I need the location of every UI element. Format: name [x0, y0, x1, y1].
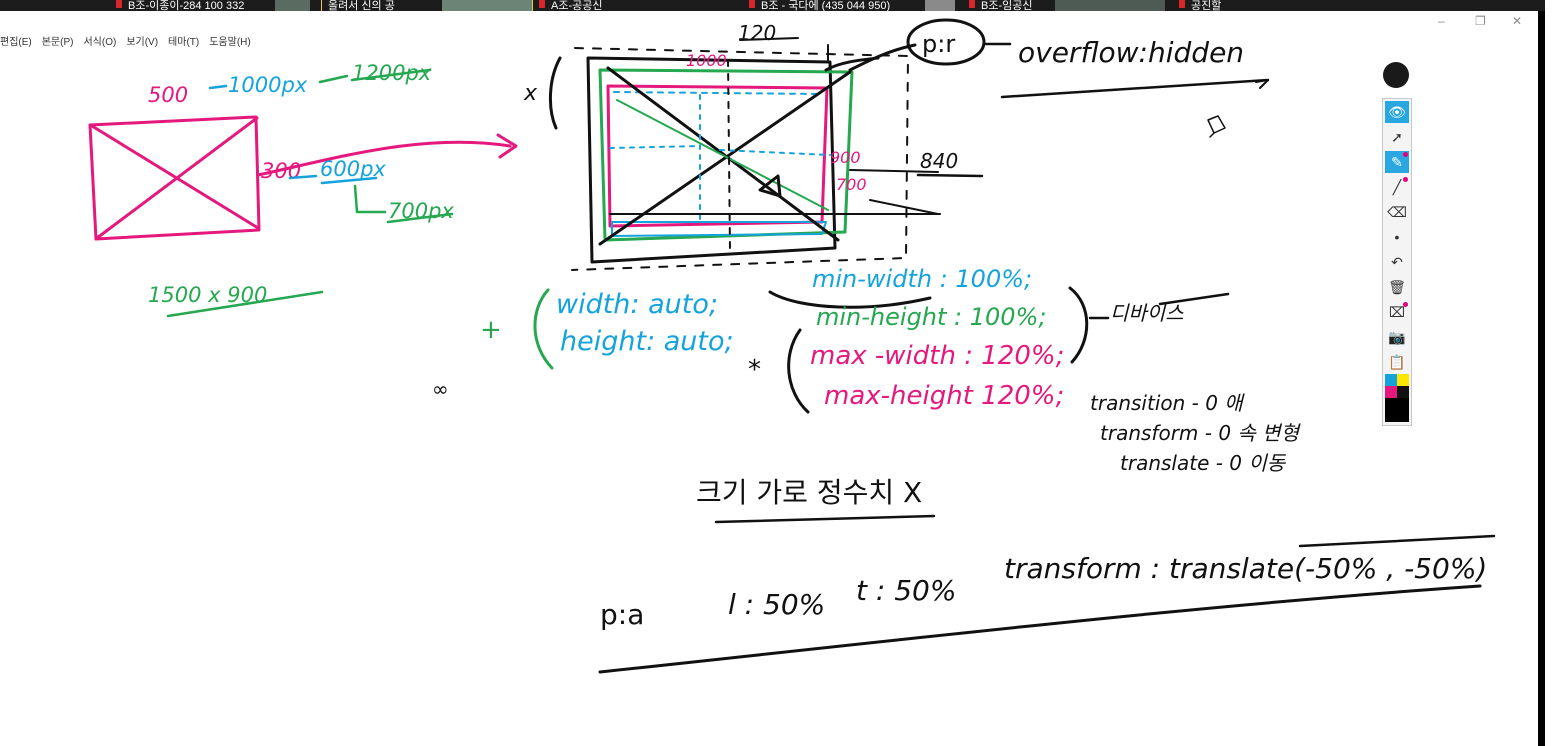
label-120: 120 [738, 21, 776, 45]
menu-edit[interactable]: 편집(E) [0, 37, 32, 48]
clipboard-icon[interactable]: 📋 [1388, 353, 1406, 370]
menu-help[interactable]: 도움말(H) [209, 37, 251, 48]
color-swatch-pink[interactable] [1385, 386, 1397, 398]
label-500: 500 [148, 83, 188, 107]
color-swatch-black[interactable] [1397, 386, 1409, 398]
label-x: x [523, 81, 538, 106]
camera-icon[interactable]: 📷 [1388, 328, 1406, 345]
minimize-button[interactable]: – [1438, 14, 1445, 28]
current-color[interactable] [1385, 398, 1409, 422]
label-left-50: l : 50% [728, 588, 825, 621]
participant-name: B조-이종이-284 100 332 [128, 0, 245, 11]
label-size-ratio: 크기 가로 정수치 X [696, 476, 922, 509]
dot-icon[interactable]: • [1394, 229, 1400, 245]
menu-body[interactable]: 본문(P) [41, 37, 74, 48]
label-top-50: t : 50% [856, 574, 956, 607]
layout-diagram [548, 43, 941, 309]
label-min-height: min-height : 100%; [816, 303, 1046, 331]
label-pa: p:a [600, 598, 644, 631]
participant-name: A조-공공신 [551, 0, 603, 11]
participant-video [1055, 0, 1165, 11]
close-button[interactable]: ✕ [1512, 14, 1523, 28]
pointer-icon[interactable]: ➚ [1391, 128, 1403, 145]
participant-video [925, 0, 955, 11]
participant-tile[interactable]: B조 - 국다에 (435 044 950) [745, 0, 955, 11]
mic-muted-icon [969, 0, 975, 8]
label-transform: transform - 0 속 변형 [1100, 421, 1302, 445]
label-height-auto: height: auto; [560, 326, 734, 357]
label-1200px: 1200px [352, 61, 432, 85]
eraser-icon[interactable]: ⌫ [1387, 203, 1407, 220]
participant-name: 올려서 신의 공 [328, 0, 395, 11]
participant-video [275, 0, 310, 11]
app-logo-icon[interactable] [1383, 62, 1409, 88]
mic-muted-icon [749, 0, 755, 8]
label-pr: p:r [922, 30, 955, 58]
label-overflow-hidden: overflow:hidden [1018, 36, 1244, 69]
color-swatch-blue[interactable] [1385, 374, 1397, 386]
mic-muted-icon [116, 0, 122, 8]
trash-icon[interactable]: 🗑 [1388, 278, 1406, 295]
participant-name: B조 - 국다에 (435 044 950) [761, 0, 891, 11]
label-840: 840 [920, 149, 958, 173]
menu-theme[interactable]: 테마(T) [168, 37, 200, 48]
participant-tile[interactable]: 올려서 신의 공 [321, 0, 533, 11]
participant-tile[interactable]: 공진할 [1175, 0, 1275, 11]
toolbar-panel: 👁 ➚ ✎ ╱ ⌫ • ↶ 🗑 ⌧ 📷 📋 [1382, 98, 1412, 426]
label-plus: + [480, 315, 502, 345]
label-transition: transition - 0 애 [1090, 391, 1245, 415]
clear-icon[interactable]: ⌧ [1385, 301, 1409, 323]
participant-video [442, 0, 532, 11]
label-300: 300 [261, 159, 301, 183]
participant-video-strip: B조-이종이-284 100 332 올려서 신의 공 A조-공공신 B조 - … [0, 0, 1545, 11]
color-swatch-yellow[interactable] [1397, 374, 1409, 386]
whiteboard-canvas[interactable]: 500 1000px 1200px 300 600px 700px 1500 x… [0, 11, 1538, 746]
label-transform-translate: transform : translate(-50% , -50%) [1004, 552, 1487, 585]
participant-tile[interactable]: B조-이종이-284 100 332 [110, 0, 310, 11]
label-width-auto: width: auto; [556, 289, 718, 320]
label-infinity: ∞ [432, 377, 449, 401]
participant-name: B조-임공신 [981, 0, 1033, 11]
label-min-width: min-width : 100%; [812, 265, 1032, 293]
window-border [1538, 11, 1545, 746]
label-max-width: max -width : 120%; [810, 341, 1064, 371]
eye-icon[interactable]: 👁 [1385, 101, 1409, 123]
label-700px: 700px [388, 199, 454, 223]
line-icon[interactable]: ╱ [1385, 176, 1409, 198]
mic-muted-icon [539, 0, 545, 8]
participant-tile[interactable]: B조-임공신 [965, 0, 1165, 11]
label-translate: translate - 0 이동 [1120, 451, 1287, 475]
participant-name: 공진할 [1191, 0, 1222, 11]
menu-view[interactable]: 보기(V) [126, 37, 159, 48]
label-max-height: max-height 120%; [824, 381, 1064, 411]
label-device: 디바이스 [1110, 301, 1184, 325]
restore-button[interactable]: ❐ [1475, 14, 1486, 28]
label-star: * [748, 355, 761, 385]
label-1000-top: 1000 [686, 51, 727, 70]
participant-tile[interactable]: A조-공공신 [535, 0, 735, 11]
menu-bar: 편집(E) 본문(P) 서식(O) 보기(V) 테마(T) 도움말(H) [0, 33, 251, 49]
highlighter-icon[interactable]: ✎ [1385, 151, 1409, 173]
menu-format[interactable]: 서식(O) [83, 37, 117, 48]
pink-box-sketch [88, 115, 518, 241]
mic-muted-icon [1179, 0, 1185, 8]
label-1000px: 1000px [228, 73, 308, 97]
pen-cursor-icon [1207, 115, 1226, 138]
undo-icon[interactable]: ↶ [1391, 253, 1403, 270]
label-700: 700 [836, 175, 867, 194]
label-900: 900 [830, 148, 861, 167]
